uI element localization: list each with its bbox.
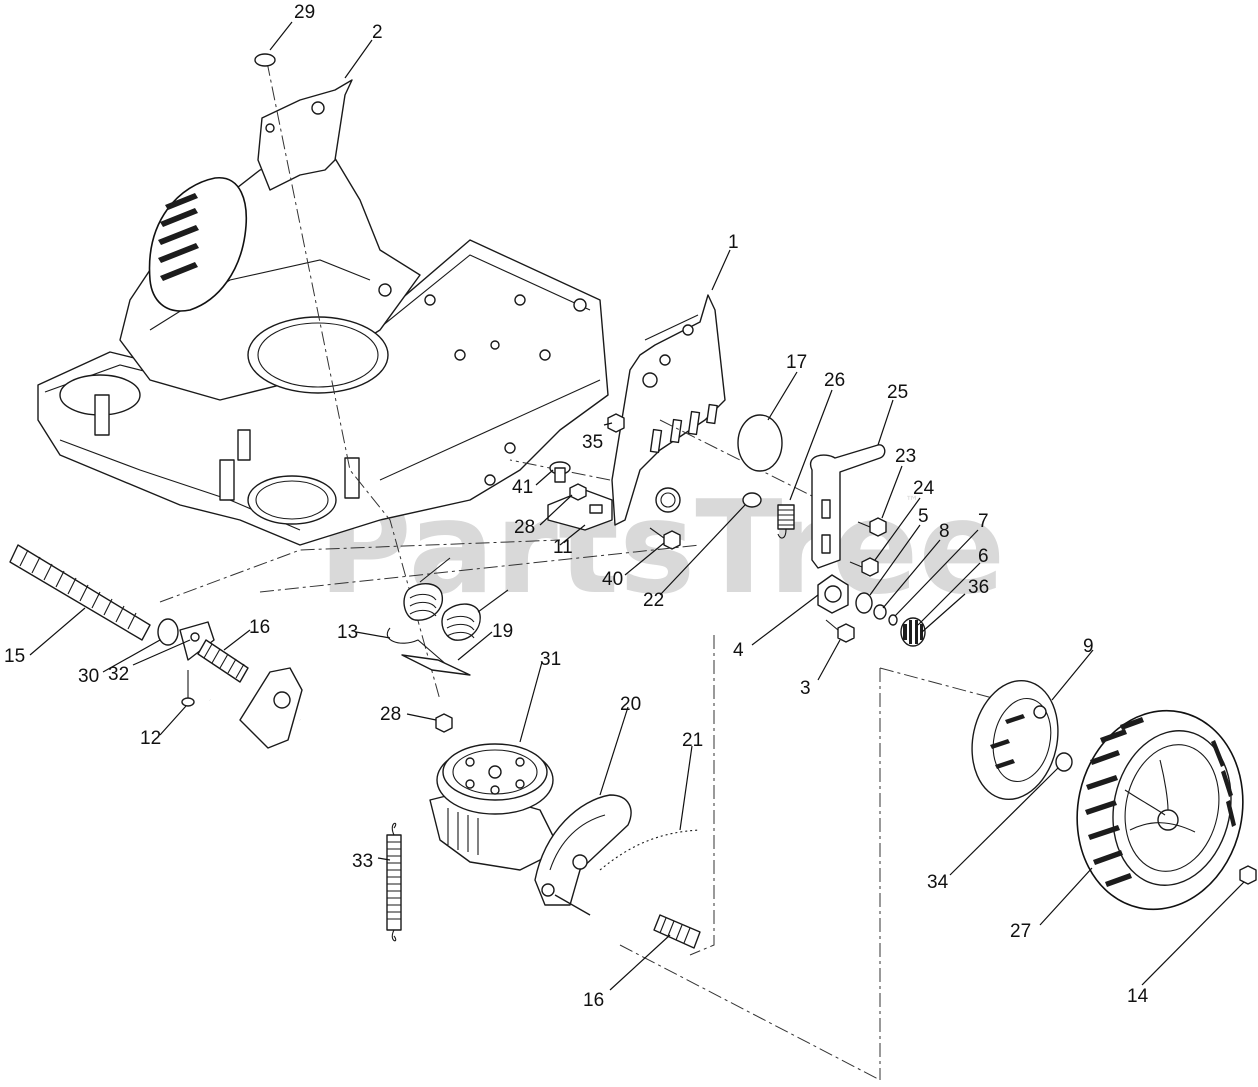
washer-30 (157, 618, 179, 646)
callout-3: 3 (800, 678, 811, 699)
callout-40: 40 (602, 569, 623, 590)
screw-12 (181, 670, 195, 707)
callout-26: 26 (824, 370, 845, 391)
callout-30: 30 (78, 666, 99, 687)
gearbox-pulley-31 (429, 743, 561, 871)
callout-22: 22 (643, 590, 664, 611)
callout-8: 8 (939, 521, 950, 542)
callout-13: 13 (337, 622, 358, 643)
callout-25: 25 (887, 382, 908, 403)
gear-segment-20 (534, 794, 632, 916)
washer-34 (1055, 752, 1073, 772)
nut-14 (1239, 865, 1257, 885)
callout-31: 31 (540, 649, 561, 670)
wheel-27 (1076, 709, 1244, 911)
callout-41: 41 (512, 477, 533, 498)
callout-36: 36 (968, 577, 989, 598)
callout-16-upper: 16 (249, 617, 270, 638)
spring-15 (9, 544, 151, 641)
bolt-40 (649, 527, 681, 550)
callout-24: 24 (913, 478, 935, 499)
gear-6 (900, 617, 926, 647)
callout-7: 7 (978, 511, 989, 532)
rivet-29 (254, 53, 276, 67)
watermark-trademark: ™ (905, 494, 919, 510)
callout-12: 12 (140, 728, 161, 749)
bracket-25 (809, 444, 886, 569)
callout-6: 6 (978, 546, 989, 567)
spring-33 (386, 822, 402, 942)
callout-29: 29 (294, 2, 315, 23)
callout-33: 33 (352, 851, 373, 872)
callout-32: 32 (108, 664, 129, 685)
bolt-24 (849, 557, 879, 577)
disc-17 (737, 414, 783, 472)
pin-41 (549, 461, 571, 483)
callout-20: 20 (620, 694, 641, 715)
bolt-3 (825, 619, 855, 643)
center-line-29 (266, 61, 441, 701)
callout-15: 15 (4, 646, 25, 667)
torsion-springs-13-19 (387, 557, 509, 676)
washer-22 (742, 492, 762, 508)
callout-21: 21 (682, 730, 703, 751)
callout-17: 17 (786, 352, 807, 373)
side-bracket-plate (611, 294, 726, 526)
wheel-hub-9 (971, 679, 1059, 801)
callout-5: 5 (918, 506, 929, 527)
bracket-32 (179, 621, 215, 661)
callout-23: 23 (895, 446, 916, 467)
nut-28-top (569, 483, 587, 501)
leader-lines (29, 21, 1245, 991)
nut-35 (607, 413, 625, 433)
callout-16-lower: 16 (583, 990, 604, 1011)
washer-8 (873, 604, 887, 620)
spring-16-lower (653, 914, 701, 949)
spring-26 (777, 504, 795, 539)
callout-28-bottom: 28 (380, 704, 401, 725)
clip-7 (888, 614, 898, 626)
bearing-4 (817, 574, 849, 614)
callout-35: 35 (582, 432, 603, 453)
callout-9: 9 (1083, 636, 1094, 657)
callout-4: 4 (733, 640, 744, 661)
callout-27: 27 (1010, 921, 1031, 942)
bolt-23 (857, 517, 887, 537)
spring-16-left (197, 639, 249, 683)
callout-14: 14 (1127, 986, 1149, 1007)
callout-labels: 29 2 1 17 26 25 23 24 5 8 7 6 36 35 41 2… (4, 2, 1149, 1011)
callout-28-top: 28 (514, 517, 535, 538)
deck-frame-assembly (37, 79, 609, 546)
callout-19: 19 (492, 621, 513, 642)
callout-2: 2 (372, 22, 383, 43)
callout-34: 34 (927, 872, 949, 893)
callout-11: 11 (553, 537, 573, 558)
callout-1: 1 (728, 232, 739, 253)
nut-28-bottom (435, 713, 453, 733)
washer-5 (855, 592, 873, 614)
